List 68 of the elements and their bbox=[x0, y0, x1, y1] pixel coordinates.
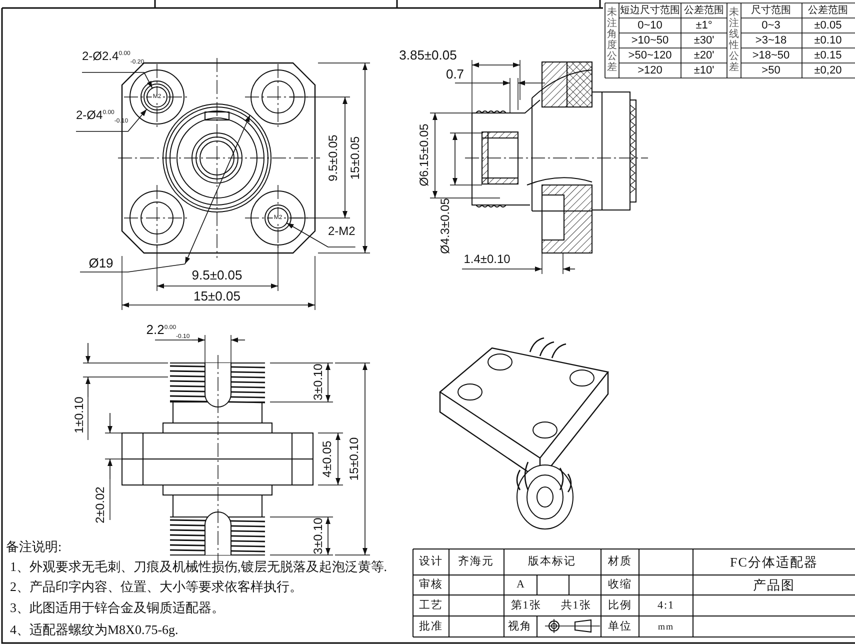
title-block-cell: mm bbox=[658, 622, 674, 631]
table-cell: ±0.05 bbox=[814, 20, 842, 31]
dimension-label: 1±0.10 bbox=[73, 396, 85, 434]
title-block-cell: 第1张 bbox=[510, 600, 542, 611]
table-cell: ±30' bbox=[694, 35, 714, 46]
dimension-label: 15±0.05 bbox=[349, 136, 361, 180]
dimension-label: 3±0.10 bbox=[312, 364, 324, 400]
dimension-label: 15±0.10 bbox=[348, 437, 360, 481]
dimension-label: 4±0.05 bbox=[321, 440, 333, 478]
hole bbox=[268, 208, 288, 228]
title-block-cell: 比例 bbox=[608, 600, 632, 611]
title-block-cell: 产品图 bbox=[753, 578, 795, 592]
table-header: 未注角度公差 bbox=[607, 7, 617, 73]
table-cell: >3~18 bbox=[755, 35, 787, 46]
title-block-cell: A bbox=[516, 580, 526, 590]
dimension-label: 2±0.02 bbox=[94, 486, 106, 524]
table-cell: >50~120 bbox=[628, 50, 672, 61]
note-text: 4、适配器螺纹为M8X0.75-6g. bbox=[10, 622, 178, 636]
table-cell: >10~50 bbox=[631, 35, 669, 46]
title-block-cell: FC分体适配器 bbox=[730, 556, 818, 568]
table-header: 未注线性公差 bbox=[729, 7, 739, 73]
table-cell: ±0.10 bbox=[814, 35, 842, 46]
table-cell: ±1° bbox=[696, 20, 712, 31]
dimension-label: Ø4.3±0.05 bbox=[439, 198, 451, 254]
leader-line bbox=[76, 108, 148, 132]
leader-line bbox=[286, 222, 356, 248]
table-cell: ±10' bbox=[694, 65, 714, 76]
dimension-label: 1.4±0.10 bbox=[464, 253, 510, 265]
title-block-cell: 共1张 bbox=[560, 600, 592, 611]
table-cell: >50 bbox=[762, 65, 780, 76]
note-text: 2、产品印字内容、位置、大小等要求依客样执行。 bbox=[10, 580, 302, 592]
title-block-cell: 设计 bbox=[419, 556, 443, 568]
note-text: 3、此图适用于锌合金及铜质适配器。 bbox=[10, 600, 224, 614]
dimension-label: 3.85±0.05 bbox=[399, 48, 457, 62]
note-text: 1、外观要求无毛刺、刀痕及机械性损伤,镀层无脱落及起泡泛黄等. bbox=[10, 560, 387, 572]
dimension-label: 9.5±0.05 bbox=[327, 134, 339, 182]
table-header: 公差范围 bbox=[684, 6, 724, 16]
title-block-cell: 审核 bbox=[419, 580, 443, 590]
title-block-cell: 工艺 bbox=[419, 600, 443, 611]
leader-line bbox=[82, 72, 153, 88]
table-header: 短边尺寸范围 bbox=[620, 6, 680, 16]
title-block-cell: 批准 bbox=[419, 621, 443, 632]
dimension-label: Ø19 bbox=[88, 256, 114, 270]
dimension-label: Ø6.15±0.05 bbox=[418, 124, 430, 186]
table-cell: 0~10 bbox=[638, 20, 662, 31]
dimension-label: 9.5±0.05 bbox=[192, 268, 242, 282]
title-block-cell: 视角 bbox=[508, 621, 532, 632]
table-cell: ±20' bbox=[694, 50, 714, 61]
table-header: 公差范围 bbox=[808, 6, 848, 16]
title-block-cell: 材质 bbox=[608, 556, 632, 568]
table-cell: >120 bbox=[638, 65, 662, 76]
dimension-label: 3±0.10 bbox=[312, 518, 324, 554]
title-block-cell: 版本标记 bbox=[528, 556, 576, 568]
table-header: 尺寸范围 bbox=[751, 6, 791, 16]
dimension-label: 0.7 bbox=[446, 68, 464, 80]
title-block-cell: 收缩 bbox=[608, 580, 632, 590]
table-cell: >18~50 bbox=[752, 50, 790, 61]
title-block-cell: 4:1 bbox=[657, 600, 675, 611]
hole bbox=[140, 80, 174, 114]
title-block-cell: 单位 bbox=[608, 621, 632, 632]
note-heading: 备注说明: bbox=[6, 540, 62, 552]
leader-text: 2-M2 bbox=[328, 225, 356, 245]
title-block-cell: 齐海元 bbox=[458, 556, 494, 568]
table-cell: 0~3 bbox=[762, 20, 780, 31]
table-cell: ±0,20 bbox=[814, 65, 842, 76]
hole bbox=[146, 86, 168, 108]
dimension-label: 15±0.05 bbox=[194, 290, 240, 302]
table-cell: ±0.15 bbox=[814, 50, 842, 61]
